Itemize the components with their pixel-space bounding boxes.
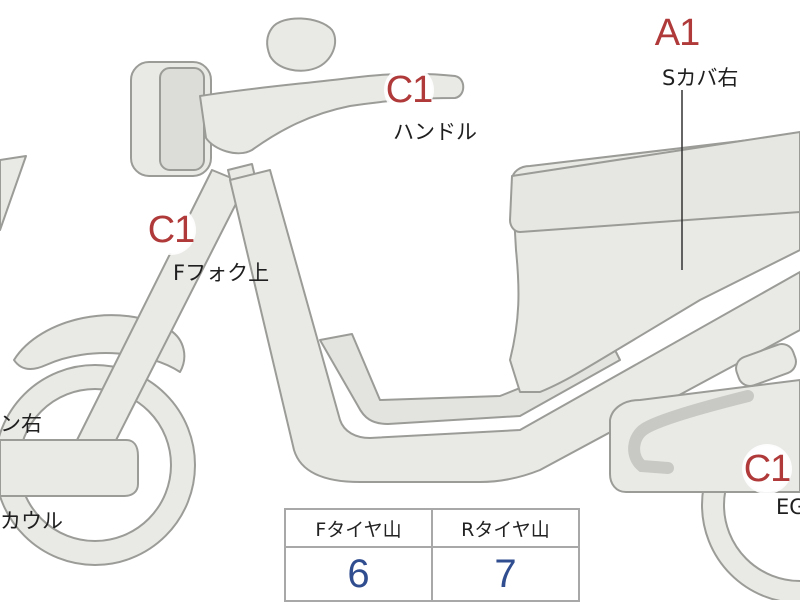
shock-absorber (735, 343, 797, 387)
part-label-cowl: カウル (0, 509, 63, 533)
grade-marker-engine: C1 (744, 446, 791, 492)
headlight-rim (159, 67, 205, 171)
mirror (266, 17, 337, 72)
exhaust-pipe (628, 390, 754, 474)
part-label-engine: EG (776, 495, 800, 519)
front-lower-cover (0, 439, 139, 497)
grade-marker-front-fork: C1 (148, 207, 195, 253)
part-label-front-fork: Fフォク上 (173, 261, 270, 285)
floor-panel (319, 333, 621, 425)
tire-tread-table: Fタイヤ山 Rタイヤ山 6 7 (284, 508, 580, 602)
front-cowl-edge (0, 155, 27, 231)
grade-marker-seat-cover: A1 (654, 10, 700, 56)
part-label-seat-cover: Sカバ右 (662, 66, 739, 90)
grade-marker-handlebar: C1 (386, 67, 433, 113)
rear-tire-header: Rタイヤ山 (431, 508, 580, 548)
front-tire-header: Fタイヤ山 (284, 508, 433, 548)
part-label-left-cover: ン右 (0, 412, 42, 436)
part-label-handlebar: ハンドル (393, 120, 477, 144)
front-tire-value: 6 (284, 546, 433, 602)
rear-tire-value: 7 (431, 546, 580, 602)
seat (509, 131, 800, 233)
